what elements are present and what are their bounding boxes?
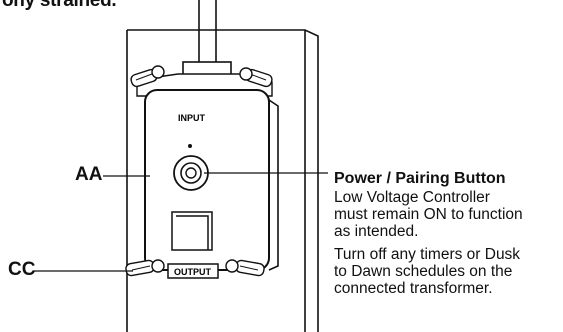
info-paragraph-1: Low Voltage Controller must remain ON to… <box>334 189 523 240</box>
screw-bottom-left <box>125 259 165 277</box>
conduit-pipe <box>198 0 217 66</box>
header-fragment-text: ony strained. <box>2 0 117 11</box>
input-label: INPUT <box>178 113 206 123</box>
callout-cc: CC <box>8 259 36 280</box>
output-connector <box>167 263 219 279</box>
output-port-cover <box>171 211 213 251</box>
housing-side <box>268 99 279 271</box>
screw-top-left <box>130 65 165 88</box>
power-pairing-button <box>173 155 209 191</box>
info-title: Power / Pairing Button <box>334 170 506 187</box>
info-paragraph-2: Turn off any timers or Dusk to Dawn sche… <box>334 246 521 297</box>
screw-bottom-right <box>225 259 265 277</box>
led-indicator <box>188 144 192 148</box>
output-label: OUTPUT <box>174 267 212 277</box>
info-panel: Power / Pairing Button Low Voltage Contr… <box>334 170 562 303</box>
screw-top-right <box>239 67 273 88</box>
callout-aa: AA <box>75 164 103 185</box>
